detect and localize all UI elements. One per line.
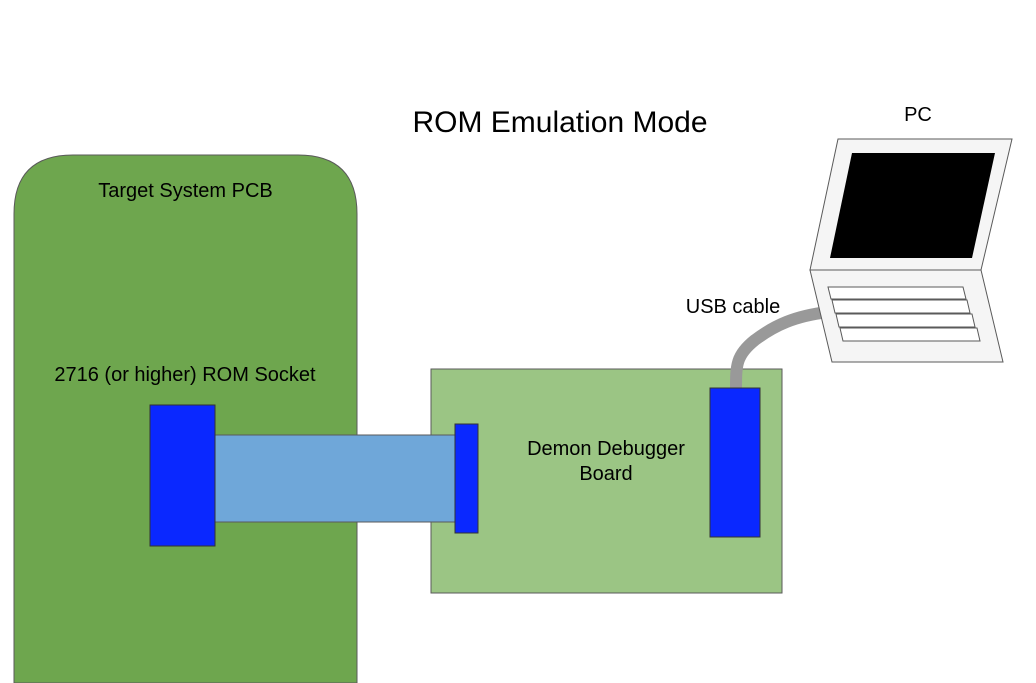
- rom-socket-connector: [149, 404, 216, 547]
- usb-connector: [709, 387, 761, 538]
- usb-cable: [730, 306, 829, 391]
- laptop-icon: [809, 138, 1013, 363]
- debugger-board-label: Demon Debugger Board: [527, 438, 685, 485]
- laptop-screen: [830, 153, 995, 258]
- laptop-key-row-1: [827, 286, 967, 300]
- rom-socket-label: 2716 (or higher) ROM Socket: [54, 364, 316, 386]
- laptop-key-row-4: [839, 327, 981, 342]
- usb-cable-label: USB cable: [685, 296, 781, 318]
- laptop-key-row-3: [835, 313, 976, 328]
- diagram-title: ROM Emulation Mode: [412, 106, 708, 139]
- ribbon-cable: [214, 434, 458, 523]
- board-ribbon-connector: [454, 423, 479, 534]
- pcb-label: Target System PCB: [98, 180, 273, 202]
- pc-label: PC: [904, 104, 932, 126]
- laptop-key-row-2: [831, 299, 971, 314]
